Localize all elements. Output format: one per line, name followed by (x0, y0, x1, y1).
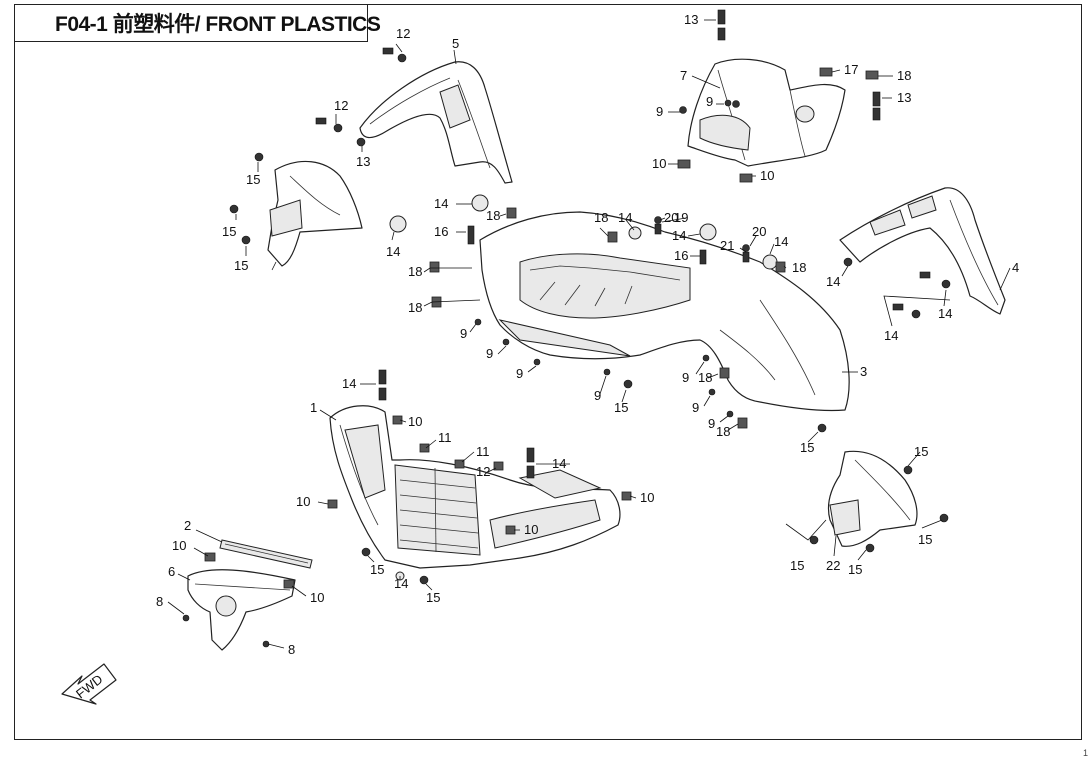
callout-16: 16 (674, 248, 688, 263)
callout-11: 12 (476, 464, 490, 479)
callout-12: 14 (938, 306, 952, 321)
callout-1: 1 (310, 400, 317, 415)
callout-3: 3 (860, 364, 867, 379)
callout-10: 10 (760, 168, 774, 183)
part-21-right-inner-panel (827, 450, 918, 547)
callout-14: 14 (394, 576, 408, 591)
leader-lines (167, 19, 1011, 649)
callout-15: 15 (800, 440, 814, 455)
callout-14: 14 (434, 196, 448, 211)
callout-18: 18 (408, 300, 422, 315)
title-box: F04-1 前塑料件/ FRONT PLASTICS (14, 4, 381, 42)
callout-11: 11 (438, 430, 452, 445)
callout-12: 14 (884, 328, 898, 343)
callout-18: 18 (408, 264, 422, 279)
callout-9: 9 (692, 400, 699, 415)
callout-8: 8 (288, 642, 295, 657)
callout-9: 9 (486, 346, 493, 361)
part-6-lower-guard (187, 569, 296, 651)
callout-14: 14 (618, 210, 632, 225)
callout-15: 15 (426, 590, 440, 605)
callout-10: 10 (310, 590, 324, 605)
callout-10: 10 (296, 494, 310, 509)
forward-arrow-icon: FWD (61, 663, 117, 705)
callout-18: 18 (486, 208, 500, 223)
callout-12: 13 (897, 90, 911, 105)
callout-18: 18 (716, 424, 730, 439)
callout-9: 9 (516, 366, 523, 381)
callout-17: 17 (844, 62, 858, 77)
callout-9: 9 (706, 94, 713, 109)
callout-10: 10 (524, 522, 538, 537)
part-22-left-inner-panel (267, 160, 363, 267)
callout-10: 10 (652, 156, 666, 171)
callout-13: 13 (356, 154, 370, 169)
callout-10: 10 (640, 490, 654, 505)
callout-labels: 12 5 12 13 13 7 17 18 13 9 9 10 10 15 15… (156, 12, 1019, 657)
callout-12: 12 (334, 98, 348, 113)
callout-15: 15 (614, 400, 628, 415)
callout-18: 18 (792, 260, 806, 275)
callout-15: 15 (918, 532, 932, 547)
hardware-fasteners (182, 9, 951, 648)
diagram-frame (14, 4, 1082, 740)
part-5-front-fender-left (359, 61, 513, 184)
callout-4: 4 (1012, 260, 1019, 275)
part-1-front-bumper (329, 405, 621, 569)
callout-2: 2 (184, 518, 191, 533)
callout-12: 14 (552, 456, 566, 471)
callout-7: 7 (680, 68, 687, 83)
callout-12: 13 (684, 12, 698, 27)
part-7-upper-cover (687, 58, 846, 167)
page-title: F04-1 前塑料件/ FRONT PLASTICS (55, 13, 381, 36)
callout-15: 15 (790, 558, 804, 573)
callout-11: 11 (476, 444, 490, 459)
callout-8: 8 (156, 594, 163, 609)
callout-21: 22 (826, 558, 840, 573)
callout-15: 15 (370, 562, 384, 577)
callout-15: 15 (848, 562, 862, 577)
callout-14: 14 (672, 228, 686, 243)
callout-9: 9 (594, 388, 601, 403)
callout-19: 19 (674, 210, 688, 225)
callout-15: 15 (914, 444, 928, 459)
callout-9: 9 (708, 416, 715, 431)
callout-10: 10 (172, 538, 186, 553)
callout-20: 21 (720, 238, 734, 253)
callout-15: 15 (234, 258, 248, 273)
callout-18: 18 (594, 210, 608, 225)
callout-15: 15 (246, 172, 260, 187)
callout-6: 6 (168, 564, 175, 579)
callout-20: 20 (664, 210, 678, 225)
corner-mark: 1 (1082, 748, 1088, 758)
callout-15: 15 (222, 224, 236, 239)
callout-17: 18 (897, 68, 911, 83)
callout-10: 10 (408, 414, 422, 429)
callout-12: 14 (342, 376, 356, 391)
part-3-front-body (479, 211, 850, 412)
callout-14: 14 (774, 234, 788, 249)
callout-18: 18 (698, 370, 712, 385)
callout-16: 16 (434, 224, 448, 239)
callout-9: 9 (656, 104, 663, 119)
part-2-trim-strip (219, 539, 313, 569)
callout-5: 5 (452, 36, 459, 51)
callout-9: 9 (682, 370, 689, 385)
callout-13: 14 (826, 274, 840, 289)
callout-14: 14 (386, 244, 400, 259)
callout-9: 9 (460, 326, 467, 341)
callout-12: 12 (396, 26, 410, 41)
callout-19: 20 (752, 224, 766, 239)
part-4-front-fender-right (839, 187, 1006, 315)
